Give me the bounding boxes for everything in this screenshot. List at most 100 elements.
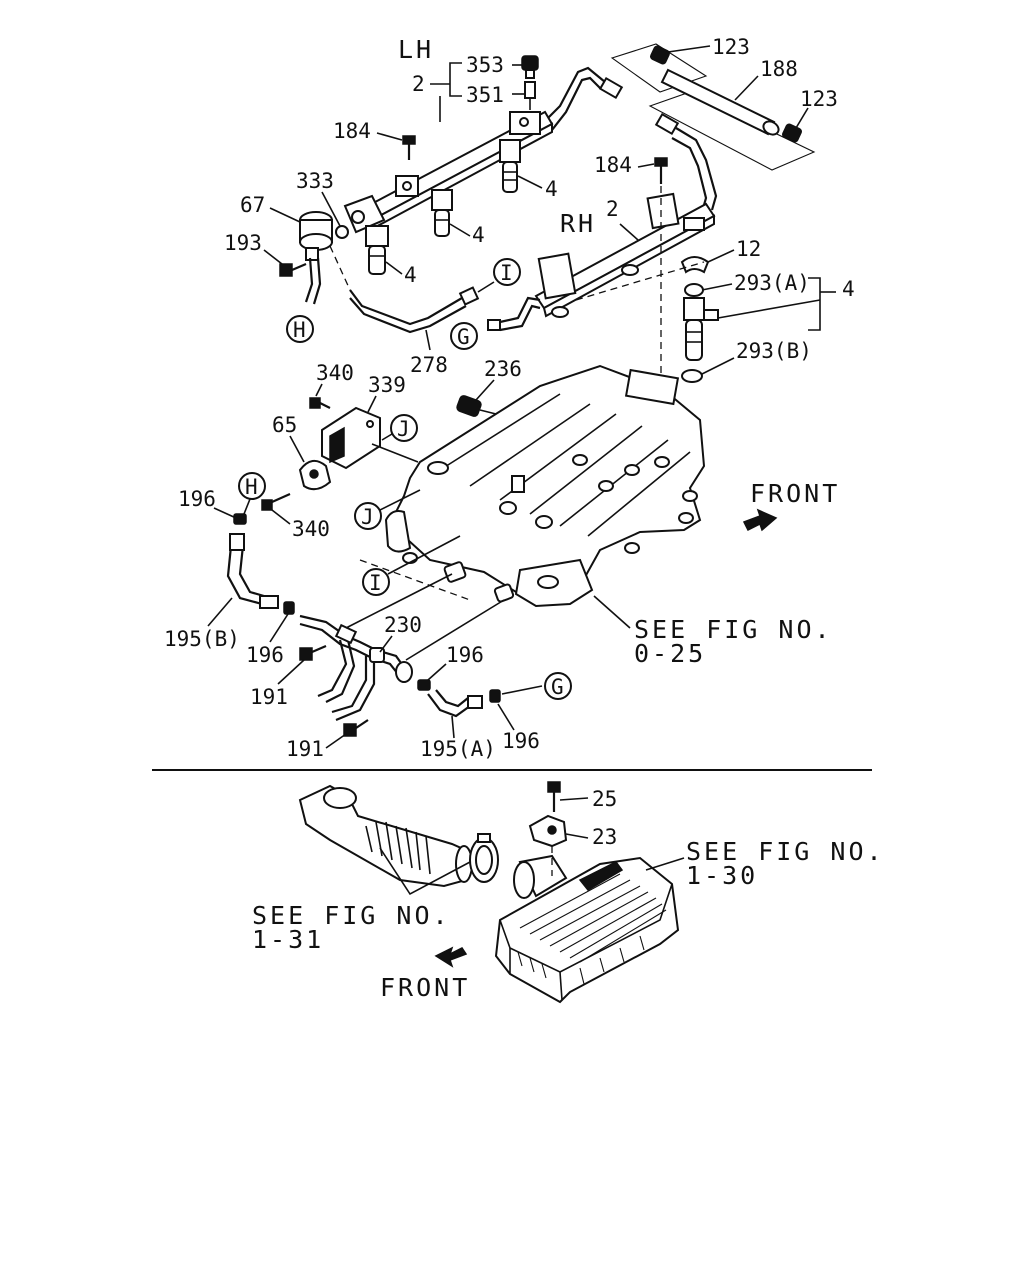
label-part-123-right: 123 [800, 87, 838, 111]
label-part-293b: 293(B) [736, 339, 812, 363]
callout-j-low-text: J [361, 505, 374, 529]
air-intake-duct [298, 784, 473, 888]
label-part-4-b: 4 [472, 223, 485, 247]
part-193-bolt [279, 262, 307, 277]
label-part-230: 230 [384, 613, 422, 637]
label-part-184-right: 184 [594, 153, 632, 177]
guide-line-rh [575, 261, 705, 301]
label-part-2-lh: 2 [412, 72, 425, 96]
label-part-278: 278 [410, 353, 448, 377]
label-part-333: 333 [296, 169, 334, 193]
callout-i-low [362, 568, 390, 596]
label-part-351: 351 [466, 83, 504, 107]
part-230-pipe-assembly [299, 573, 505, 722]
label-part-196-d: 196 [502, 729, 540, 753]
label-part-4-a: 4 [545, 177, 558, 201]
label-part-340-top: 340 [316, 361, 354, 385]
callout-j-top [390, 414, 418, 442]
label-part-339: 339 [368, 373, 406, 397]
callout-g-top [450, 322, 478, 350]
part-25-bolt [547, 781, 561, 812]
callout-j-top-text: J [397, 417, 410, 441]
label-part-195a: 195(A) [420, 737, 496, 761]
front-arrow-bottom-icon [434, 946, 468, 968]
part-333-o-ring [335, 225, 349, 239]
bracket-2-lh [430, 62, 462, 122]
part-278-return-hose [329, 245, 495, 334]
part-65-gasket [298, 459, 332, 491]
ref-fig-0-25-line1: SEE FIG NO. [634, 615, 833, 644]
part-340-bolt-top [309, 397, 331, 409]
regulator-vacuum-hose [304, 257, 322, 305]
callout-h-mid-text: H [245, 475, 258, 499]
label-part-123-top: 123 [712, 35, 750, 59]
ref-fig-1-30-line1: SEE FIG NO. [686, 837, 885, 866]
label-part-340-mid: 340 [292, 517, 330, 541]
part-4-injector-lh-3 [365, 225, 389, 275]
label-part-65: 65 [272, 413, 297, 437]
label-part-67: 67 [240, 193, 265, 217]
part-236-sensor [456, 395, 497, 417]
intake-duct-clamp [469, 833, 499, 883]
part-351-valve [524, 81, 536, 110]
part-353-cap [521, 55, 539, 79]
label-part-4-d: 4 [842, 277, 855, 301]
callout-i-low-text: I [369, 571, 382, 595]
part-195b-hose [226, 533, 279, 609]
part-123-clamp-top [650, 45, 670, 65]
label-part-196-c: 196 [446, 643, 484, 667]
label-part-25: 25 [592, 787, 617, 811]
front-arrow-top-icon [742, 508, 778, 532]
label-part-196-a: 196 [178, 487, 216, 511]
ref-fig-1-31-line1: SEE FIG NO. [252, 901, 451, 930]
label-part-2-rh: 2 [606, 197, 619, 221]
part-340-bolt-mid [261, 492, 291, 511]
rh-inlet-pipe [487, 296, 541, 332]
ref-fig-1-31-line2: 1-31 [252, 925, 324, 954]
label-part-196-b: 196 [246, 643, 284, 667]
label-part-195b: 195(B) [164, 627, 240, 651]
part-184-bolt-right [654, 157, 668, 184]
ref-fig-0-25-line2: 0-25 [634, 639, 706, 668]
callout-h-top-text: H [293, 318, 306, 342]
lh-feed-pipe [547, 66, 624, 131]
part-184-bolt-left [402, 135, 416, 160]
callout-g-low-text: G [551, 675, 564, 699]
label-part-4-c: 4 [404, 263, 417, 287]
callout-i-top [493, 258, 521, 286]
label-front-top: FRONT [750, 479, 840, 508]
part-196-clamp-a [233, 513, 247, 525]
part-339-bracket [321, 406, 381, 470]
label-part-293a: 293(A) [734, 271, 810, 295]
callout-g-low [544, 672, 572, 700]
label-lh: LH [398, 35, 434, 64]
label-part-236: 236 [484, 357, 522, 381]
part-191-bolt-b [343, 719, 369, 737]
callout-h-top [286, 315, 314, 343]
part-4-injector-lh-1 [499, 139, 521, 193]
label-part-188: 188 [760, 57, 798, 81]
label-rh: RH [560, 209, 596, 238]
part-4-injector-rh [683, 297, 719, 361]
callout-i-top-text: I [500, 261, 513, 285]
label-part-191-b: 191 [286, 737, 324, 761]
air-cleaner-housing [494, 854, 680, 1004]
part-293b-o-ring [681, 369, 703, 383]
part-123-clamp-right [782, 123, 802, 143]
manifold-fitting-upper [443, 561, 467, 583]
label-part-184-left: 184 [333, 119, 371, 143]
part-196-clamp-b [283, 601, 295, 615]
part-196-clamp-c [417, 679, 431, 691]
part-2-rh-fuel-rail [534, 192, 716, 318]
manifold-dashed-edge [359, 559, 471, 601]
part-67-pressure-regulator [299, 211, 333, 261]
label-part-193: 193 [224, 231, 262, 255]
part-293a-o-ring [684, 283, 704, 297]
callout-h-mid [238, 472, 266, 500]
label-part-191-a: 191 [250, 685, 288, 709]
label-part-353: 353 [466, 53, 504, 77]
manifold-fitting-lower [493, 583, 515, 603]
part-195a-hose [427, 689, 483, 718]
rh-feed-pipe [654, 112, 718, 213]
